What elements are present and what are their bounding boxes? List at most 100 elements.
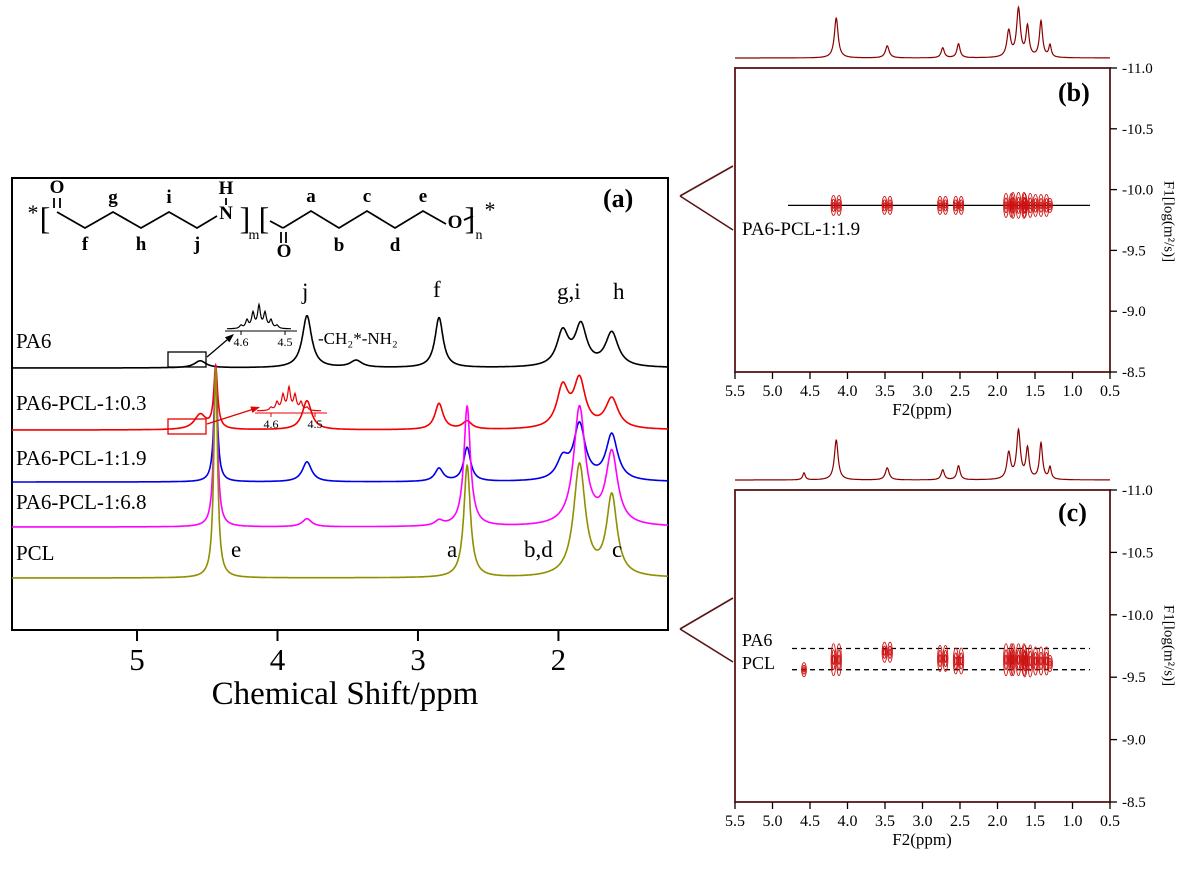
dosy-contour	[1039, 198, 1043, 213]
dosy-contour	[1011, 196, 1015, 214]
series-label-pa6: PA6	[16, 329, 52, 353]
panel-b-1d-trace	[735, 5, 1110, 59]
dosy-contour	[1004, 201, 1008, 210]
dosy-contour	[937, 645, 943, 672]
f2-tick-label: 2.5	[950, 813, 970, 830]
dosy-contour	[836, 643, 842, 677]
structure-atom-label: O	[277, 241, 292, 262]
dosy-contour	[1003, 643, 1009, 677]
inset-arrowhead-1	[224, 334, 234, 343]
zoom-connector	[679, 597, 734, 630]
f1-tick-label: -9.0	[1122, 304, 1146, 320]
dosy-contour	[802, 667, 806, 673]
f1-tick-label: -9.5	[1122, 243, 1146, 259]
structure-atom-label: g	[108, 187, 118, 208]
panel-letter-a: (a)	[603, 184, 634, 213]
dosy-contour	[887, 195, 893, 215]
dosy-contour	[832, 201, 835, 209]
dosy-contour	[1009, 197, 1014, 214]
dosy-contour	[888, 202, 892, 209]
spectrum-PA6-PCL-1:1.9	[12, 375, 668, 483]
dosy-contour	[1028, 655, 1032, 667]
dosy-contour	[1048, 660, 1052, 667]
dosy-contour	[837, 198, 841, 213]
dosy-contour	[953, 652, 958, 670]
dosy-contour	[1048, 202, 1052, 208]
inset1-tick-4-6: 4.6	[233, 335, 249, 349]
dosy-contour	[1033, 651, 1038, 671]
dosy-contour	[942, 195, 949, 215]
structure-atom-label: m	[249, 228, 260, 243]
dosy-contour	[959, 199, 964, 212]
f2-tick-label: 2.0	[988, 383, 1008, 400]
dosy-contour	[1048, 200, 1052, 211]
f2-tick-label: 4.0	[838, 813, 858, 830]
dosy-contour	[1004, 649, 1008, 671]
peak-label-gi: g,i	[557, 279, 581, 304]
x-axis-label-a: Chemical Shift/ppm	[211, 676, 479, 712]
inset-multiplet-2	[257, 384, 321, 412]
f2-tick-label: 3.0	[913, 813, 933, 830]
structure-atom-label: [	[40, 200, 51, 236]
dosy-contour	[888, 648, 892, 656]
inset2-tick-4-5: 4.5	[307, 417, 323, 431]
f2-tick-label: 0.5	[1100, 813, 1120, 830]
dosy-contour	[1011, 649, 1015, 671]
f1-tick-label: -10.0	[1122, 608, 1153, 624]
panel-a-x-tick-label: 5	[129, 642, 145, 677]
structure-atom-label: c	[363, 186, 371, 207]
dosy-contour	[1016, 649, 1021, 671]
dosy-contour	[836, 194, 842, 216]
dosy-contour	[831, 198, 836, 213]
dosy-contour	[1034, 201, 1037, 210]
dosy-contour	[883, 202, 886, 209]
inset1-tick-4-5: 4.5	[277, 335, 293, 349]
structure-atom-label: N	[219, 203, 233, 224]
dosy-contour	[830, 194, 837, 216]
structure-atom-label: i	[166, 187, 171, 208]
dosy-contour	[1033, 198, 1038, 213]
dosy-contour	[1034, 656, 1037, 666]
inset-arrowhead-2	[250, 406, 260, 413]
f2-tick-label: 3.5	[875, 383, 895, 400]
annotation-sample-b: PA6-PCL-1:1.9	[742, 219, 861, 240]
zoom-region-box-1	[167, 351, 207, 368]
dosy-contour	[1021, 644, 1028, 678]
dosy-contour	[1004, 197, 1008, 214]
dosy-contour	[887, 641, 893, 663]
dosy-contour	[938, 649, 942, 667]
f1-tick-label: -10.0	[1122, 183, 1153, 199]
dosy-contour	[1011, 654, 1015, 665]
f2-tick-label: 5.0	[763, 813, 783, 830]
dosy-contour	[1003, 192, 1009, 218]
dosy-contour	[1028, 650, 1033, 672]
dosy-contour	[960, 656, 963, 666]
structure-atom-label: ]	[240, 200, 251, 236]
series-label-pa6-pcl-1-1-9: PA6-PCL-1:1.9	[16, 446, 147, 470]
spectrum-PA6-PCL-1:0.3	[12, 362, 668, 431]
line-label-pcl: PCL	[742, 653, 776, 673]
dosy-contour	[1022, 197, 1027, 214]
dosy-contour	[942, 645, 949, 672]
structure-atom-label: d	[390, 235, 401, 256]
zoom-connector	[679, 165, 734, 197]
dosy-contour	[952, 647, 959, 675]
dosy-contour	[881, 195, 888, 215]
dosy-contour	[958, 195, 965, 215]
f2-axis-label-c: F2(ppm)	[892, 830, 952, 849]
structure-atom-label: e	[419, 186, 427, 207]
f2-tick-label: 1.5	[1025, 813, 1045, 830]
dosy-contour	[1017, 654, 1020, 665]
dosy-contour	[837, 654, 841, 665]
f1-tick-label: -8.5	[1122, 795, 1146, 811]
structure-atom-label: O	[448, 212, 463, 233]
structure-atom-label: [	[259, 200, 270, 236]
dosy-contour	[1010, 191, 1016, 219]
peak-label-e: e	[231, 537, 242, 562]
f1-axis-label-b: F1[log(m²/s)]	[1160, 180, 1177, 263]
dosy-contour	[1039, 656, 1043, 666]
panel-c-frame	[734, 489, 1111, 803]
spectrum-PA6-PCL-1:6.8	[12, 366, 668, 528]
dosy-contour	[837, 649, 841, 671]
